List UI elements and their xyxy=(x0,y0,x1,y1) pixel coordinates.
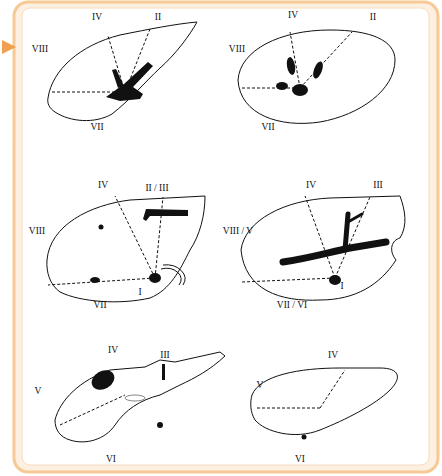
segment-label: IV xyxy=(328,351,338,361)
segment-label: I xyxy=(340,282,343,292)
segment-label: VII / VI xyxy=(277,301,307,311)
segment-label: III xyxy=(373,181,383,191)
segment-label: V xyxy=(257,381,264,391)
segment-label: VIII xyxy=(29,227,45,237)
segment-label: VII xyxy=(261,123,274,133)
segment-label: VIII / V xyxy=(223,227,253,237)
segment-label: IV xyxy=(98,181,108,191)
segment-label: II xyxy=(155,13,161,23)
segment-label: V xyxy=(35,387,42,397)
segment-label: III xyxy=(160,351,170,361)
segment-label: VI xyxy=(106,455,116,465)
segment-label: VIII xyxy=(32,45,48,55)
segment-label: II xyxy=(370,13,376,23)
segment-label: IV xyxy=(306,181,316,191)
segment-label: VI xyxy=(295,455,305,465)
segment-label: IV xyxy=(108,346,118,356)
segment-label: II / III xyxy=(145,184,168,194)
segment-label: IV xyxy=(288,11,298,21)
segment-label: VII xyxy=(93,301,106,311)
segment-label: IV xyxy=(92,13,102,23)
segment-label: VIII xyxy=(229,45,245,55)
segment-label: VII xyxy=(90,123,103,133)
segment-label: I xyxy=(138,288,141,298)
